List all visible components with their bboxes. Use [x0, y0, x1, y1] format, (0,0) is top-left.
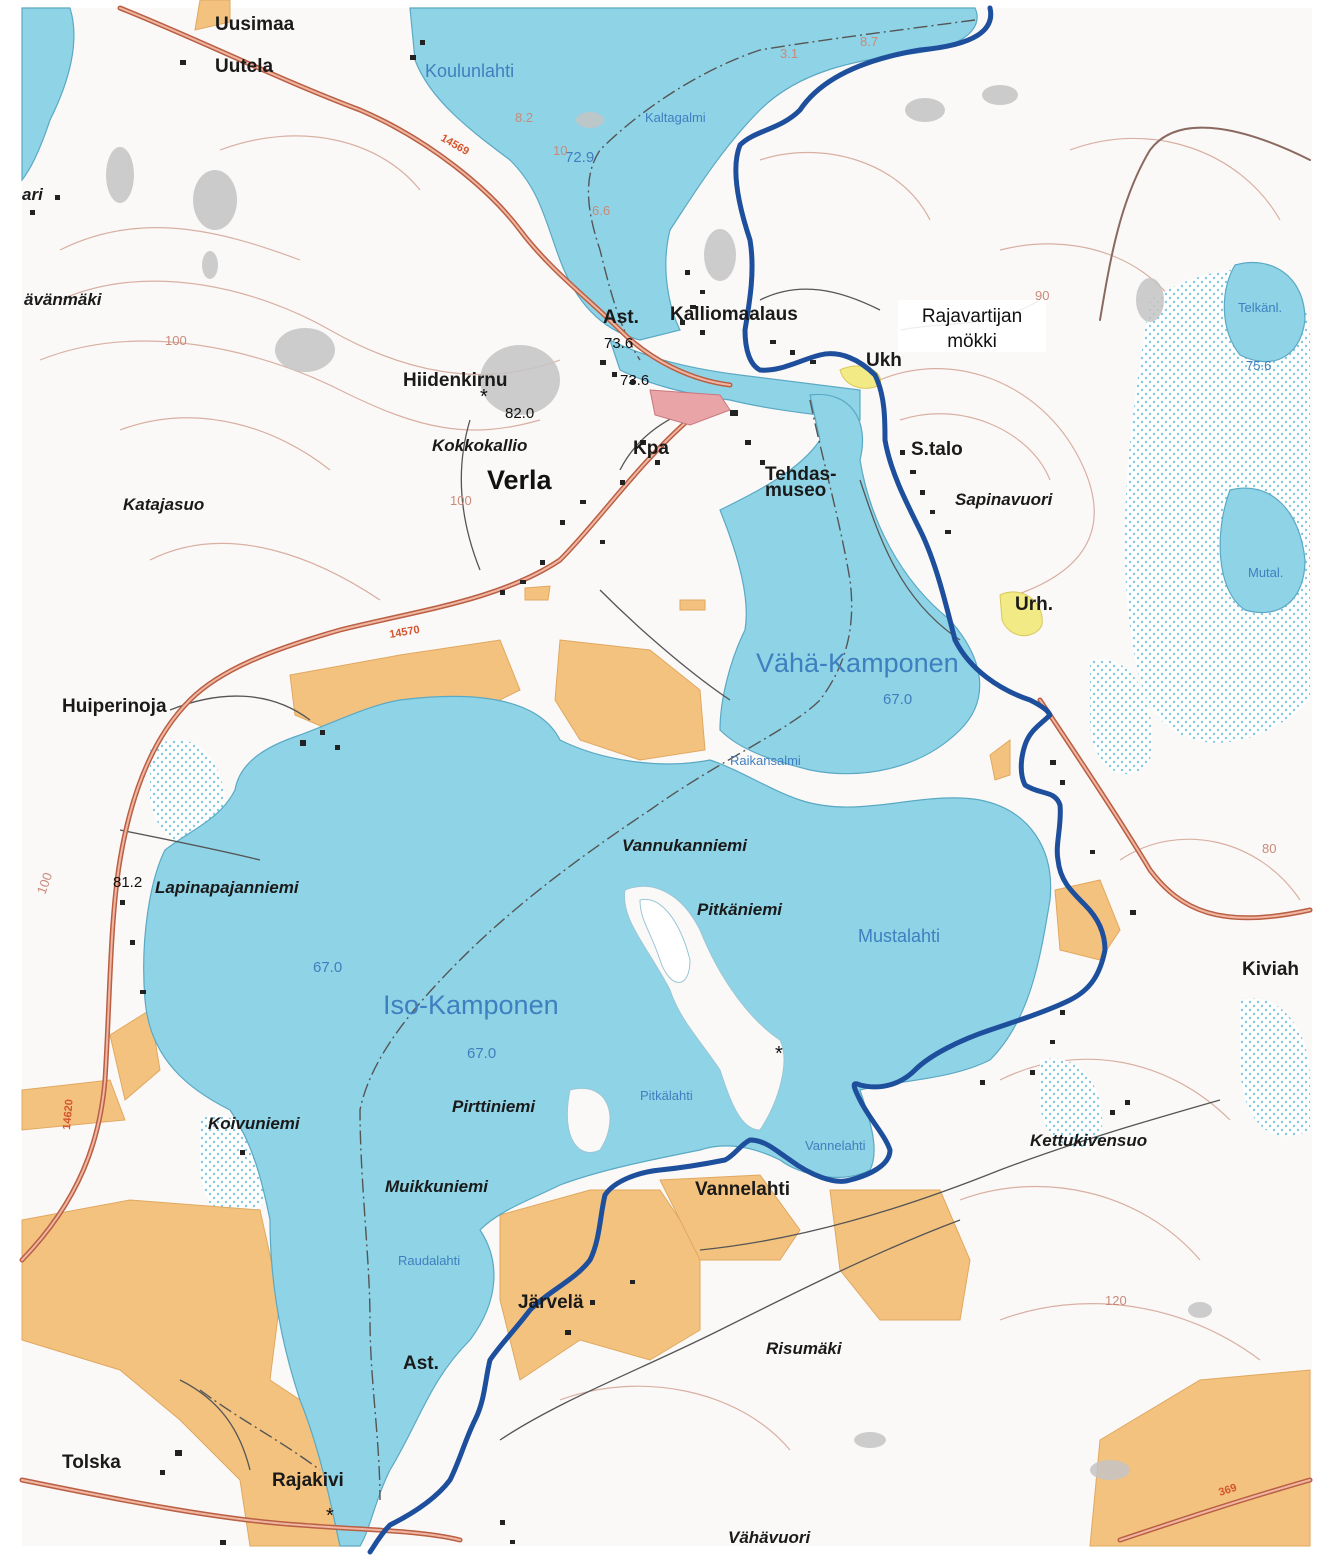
label-uutela: Uutela — [215, 56, 274, 77]
label-elev-670-iso-a: 67.0 — [313, 959, 342, 976]
water-labels: Koulunlahti Kaltagalmi Vähä-Kamponen Iso… — [383, 61, 959, 1268]
label-raudalahti: Raudalahti — [398, 1253, 460, 1268]
label-depth-10: 10 — [553, 143, 567, 158]
label-rajakivi: Rajakivi — [272, 1470, 344, 1491]
label-mutal: Mutal. — [1248, 565, 1283, 580]
label-depth-82: 8.2 — [515, 110, 533, 125]
label-telkanl: Telkänl. — [1238, 300, 1282, 315]
elevation-labels: 72.9 73.6 73.6 82.0 67.0 67.0 67.0 81.2 … — [113, 34, 1271, 1062]
label-pitkalahti: Pitkälahti — [640, 1088, 693, 1103]
label-contour-100c: 100 — [34, 871, 56, 897]
label-ast-bottom: Ast. — [403, 1353, 439, 1374]
label-huiperinoja: Huiperinoja — [62, 696, 167, 717]
label-vahavuori: Vähävuori — [728, 1528, 811, 1547]
label-elev-670-iso-b: 67.0 — [467, 1045, 496, 1062]
label-depth-66: 6.6 — [592, 203, 610, 218]
label-muikkuniemi: Muikkuniemi — [385, 1177, 489, 1196]
label-koivuniemi: Koivuniemi — [208, 1114, 301, 1133]
annotation-line1: Rajavartijan — [922, 306, 1022, 327]
label-road-14620: 14620 — [61, 1099, 76, 1131]
label-depth-87: 8.7 — [860, 34, 878, 49]
label-ast-top: Ast. — [603, 307, 639, 328]
rajakivi-star-icon: * — [326, 1505, 334, 1527]
label-vannelahti-water: Vannelahti — [805, 1138, 866, 1153]
label-koulunlahti: Koulunlahti — [425, 61, 514, 81]
label-elev-756: 75.6 — [1246, 358, 1271, 373]
contour-lines — [39, 135, 1301, 1451]
label-elev-820: 82.0 — [505, 405, 534, 422]
map-symbols: * * * — [326, 386, 783, 1527]
label-kiviah: Kiviah — [1242, 959, 1299, 980]
label-hiidenkirnu: Hiidenkirnu — [403, 370, 508, 391]
label-verla: Verla — [487, 465, 553, 495]
label-road-14570: 14570 — [388, 624, 420, 641]
label-elev-670-vaha: 67.0 — [883, 691, 912, 708]
rocky-outcrops — [106, 85, 1212, 1480]
contour-labels: 100 100 100 90 80 120 — [34, 288, 1277, 1308]
place-labels: Uusimaa Uutela ari ävänmäki Hiidenkirnu … — [22, 14, 1299, 1547]
label-contour-100a: 100 — [165, 333, 187, 348]
label-katajasuo: Katajasuo — [123, 495, 204, 514]
label-elev-736b: 73.6 — [620, 372, 649, 389]
label-uusimaa: Uusimaa — [215, 14, 295, 35]
hiidenkirnu-star-icon: * — [480, 386, 488, 408]
label-pirttiniemi: Pirttiniemi — [452, 1097, 536, 1116]
label-jarvela: Järvelä — [518, 1292, 584, 1313]
label-contour-80: 80 — [1262, 841, 1276, 856]
label-vannelahti-place: Vannelahti — [695, 1179, 790, 1200]
label-vaha-kamponen: Vähä-Kamponen — [756, 648, 959, 678]
label-kokkokallio: Kokkokallio — [432, 436, 527, 455]
label-elev-812: 81.2 — [113, 874, 142, 891]
label-road-369: 369 — [1217, 1482, 1238, 1499]
label-elev-729: 72.9 — [565, 149, 594, 166]
label-kpa: Kpa — [633, 438, 669, 459]
label-tehdas: Tehdas- — [765, 464, 836, 485]
label-lapinapajanniemi: Lapinapajanniemi — [155, 878, 300, 897]
label-iso-kamponen: Iso-Kamponen — [383, 990, 559, 1020]
label-kettukivensuo: Kettukivensuo — [1030, 1131, 1147, 1150]
label-stalo: S.talo — [911, 439, 963, 460]
label-sapinavuori: Sapinavuori — [955, 490, 1054, 509]
annotation-line2: mökki — [947, 331, 997, 352]
peninsulas — [566, 885, 785, 1153]
boundary-lines — [199, 19, 976, 1501]
label-mustalahti: Mustalahti — [858, 926, 940, 946]
fields — [21, 0, 1311, 1547]
label-ukh: Ukh — [866, 350, 902, 371]
label-contour-90: 90 — [1035, 288, 1049, 303]
label-pitkaniemi: Pitkäniemi — [697, 900, 783, 919]
hiking-route — [367, 5, 1108, 1555]
marsh-areas — [150, 269, 1310, 1222]
annotation-rajavartijan-mokki: Rajavartijan mökki — [898, 300, 1046, 352]
label-risumaki: Risumäki — [766, 1339, 843, 1358]
label-urh: Urh. — [1015, 594, 1053, 615]
verla-center — [649, 389, 731, 426]
label-contour-100b: 100 — [450, 493, 472, 508]
label-kaltagalmi: Kaltagalmi — [645, 110, 706, 125]
main-roads — [19, 5, 1313, 1543]
label-tolska: Tolska — [62, 1452, 121, 1473]
label-ari: ari — [22, 185, 44, 204]
label-museo: museo — [765, 480, 826, 501]
buildings — [30, 40, 1136, 1545]
label-aavanmaki: ävänmäki — [24, 290, 103, 309]
label-contour-120: 120 — [1105, 1293, 1127, 1308]
label-vannukanniemi: Vannukanniemi — [622, 836, 748, 855]
label-raikansalmi: Raikansalmi — [730, 753, 801, 768]
star-icon: * — [775, 1043, 783, 1065]
label-depth-31: 3.1 — [780, 46, 798, 61]
label-elev-736a: 73.6 — [604, 335, 633, 352]
label-kalliomaalaus: Kalliomaalaus — [670, 304, 798, 325]
